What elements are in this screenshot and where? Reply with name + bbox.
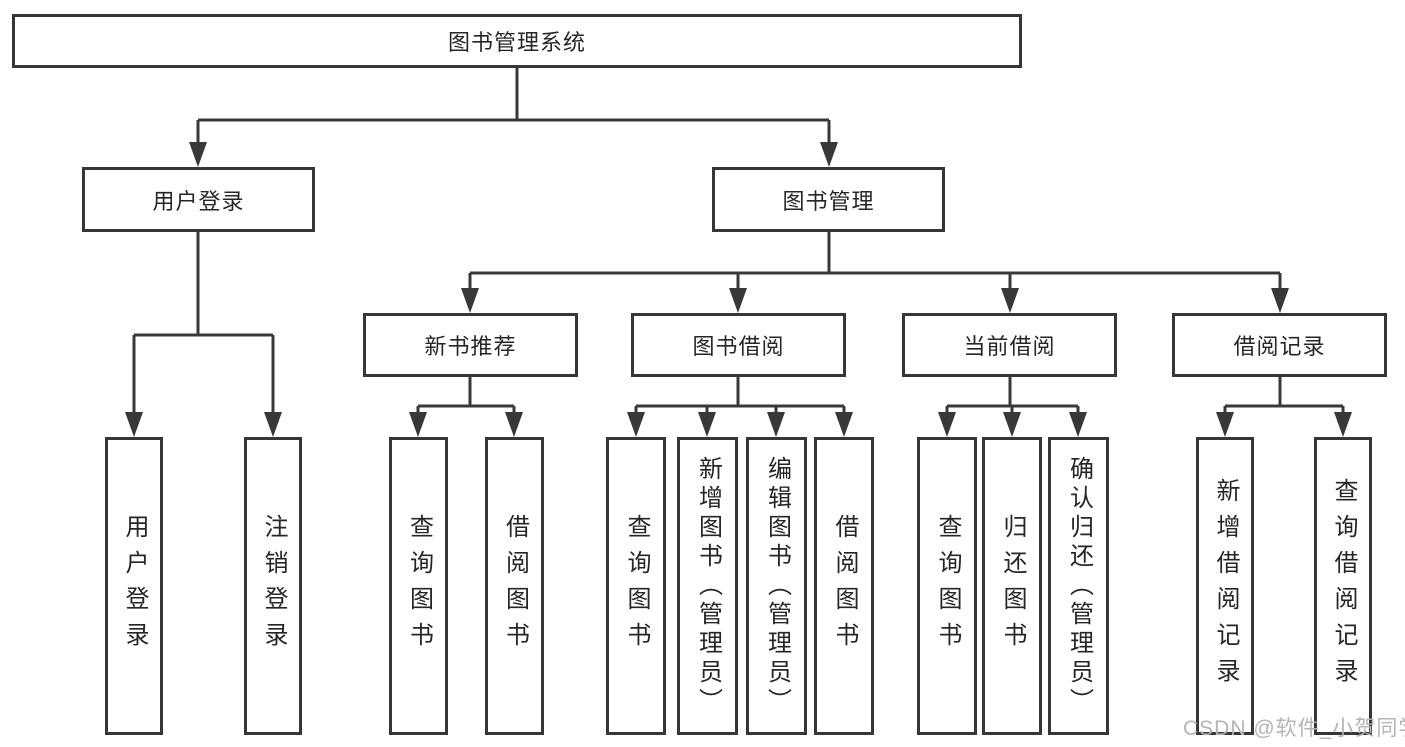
node-new-book-rec: 新书推荐: [363, 313, 578, 377]
arrowhead: [1001, 288, 1019, 313]
node-leaf-nb-query-label: 查询图书: [405, 514, 433, 658]
node-book-mgmt-label: 图书管理: [782, 188, 875, 214]
arrowhead: [627, 412, 645, 437]
node-user-login-label: 用户登录: [152, 188, 245, 214]
node-book-borrow-label: 图书借阅: [692, 334, 785, 359]
connector-book-mgmt-children: [468, 232, 1282, 292]
node-leaf-cb-query: 查询图书: [917, 437, 977, 735]
node-leaf-bb-add-label: 新增图书（管理员）: [694, 455, 722, 717]
node-book-mgmt: 图书管理: [712, 167, 945, 232]
arrowhead: [1334, 412, 1352, 437]
arrowhead: [835, 412, 853, 437]
connector-new-book-rec-children: [416, 377, 516, 416]
node-leaf-br-query-label: 查询借阅记录: [1330, 478, 1357, 694]
node-book-borrow: 图书借阅: [631, 313, 846, 377]
connector-root-children: [196, 68, 831, 146]
arrowhead: [125, 412, 143, 437]
node-new-book-rec-label: 新书推荐: [424, 334, 517, 359]
node-leaf-bb-borrow: 借阅图书: [814, 437, 874, 735]
node-leaf-logout: 注销登录: [244, 437, 302, 735]
arrowhead: [264, 412, 282, 437]
node-current-borrow-label: 当前借阅: [963, 334, 1056, 359]
node-leaf-bb-query: 查询图书: [606, 437, 666, 735]
node-leaf-bb-borrow-label: 借阅图书: [831, 514, 858, 658]
node-leaf-bb-edit-label: 编辑图书（管理员）: [763, 455, 791, 717]
arrowhead: [189, 142, 207, 167]
node-leaf-cb-return-label: 归还图书: [999, 514, 1026, 658]
node-root: 图书管理系统: [12, 14, 1022, 68]
node-leaf-cb-return: 归还图书: [982, 437, 1042, 735]
node-leaf-user-login-label: 用户登录: [121, 514, 148, 658]
node-leaf-cb-confirm: 确认归还（管理员）: [1048, 437, 1109, 735]
arrowhead: [1069, 412, 1087, 437]
arrowhead: [1216, 412, 1234, 437]
node-borrow-records: 借阅记录: [1172, 313, 1387, 377]
arrowhead: [729, 288, 747, 313]
arrowhead: [505, 412, 523, 437]
node-leaf-br-add-label: 新增借阅记录: [1212, 478, 1239, 694]
arrowhead: [938, 412, 956, 437]
connector-current-borrow-children: [945, 377, 1080, 416]
arrowhead: [409, 412, 427, 437]
node-leaf-br-add: 新增借阅记录: [1196, 437, 1254, 735]
arrowhead: [1271, 288, 1289, 313]
arrowhead: [767, 412, 785, 437]
arrowhead: [820, 142, 838, 167]
node-leaf-nb-borrow: 借阅图书: [485, 437, 544, 735]
connector-borrow-records-children: [1223, 377, 1345, 416]
watermark: CSDN @软件_小贺同学: [1183, 717, 1405, 740]
node-user-login: 用户登录: [82, 167, 315, 232]
node-current-borrow: 当前借阅: [902, 313, 1117, 377]
arrowheads: [125, 142, 1352, 437]
arrowhead: [698, 412, 716, 437]
node-leaf-br-query: 查询借阅记录: [1314, 437, 1372, 735]
node-leaf-bb-add: 新增图书（管理员）: [677, 437, 738, 735]
node-leaf-cb-confirm-label: 确认归还（管理员）: [1065, 455, 1093, 717]
connector-user-login-children: [132, 232, 275, 416]
node-leaf-bb-edit: 编辑图书（管理员）: [746, 437, 807, 735]
node-leaf-cb-query-label: 查询图书: [934, 514, 961, 658]
node-root-label: 图书管理系统: [447, 30, 586, 55]
node-borrow-records-label: 借阅记录: [1233, 334, 1326, 359]
arrowhead: [461, 288, 479, 313]
node-leaf-bb-query-label: 查询图书: [623, 514, 650, 658]
node-leaf-user-login: 用户登录: [105, 437, 163, 735]
arrowhead: [1003, 412, 1021, 437]
node-leaf-logout-label: 注销登录: [260, 514, 287, 658]
connector-book-borrow-children: [634, 377, 846, 416]
node-leaf-nb-query: 查询图书: [389, 437, 448, 735]
node-leaf-nb-borrow-label: 借阅图书: [501, 514, 529, 658]
